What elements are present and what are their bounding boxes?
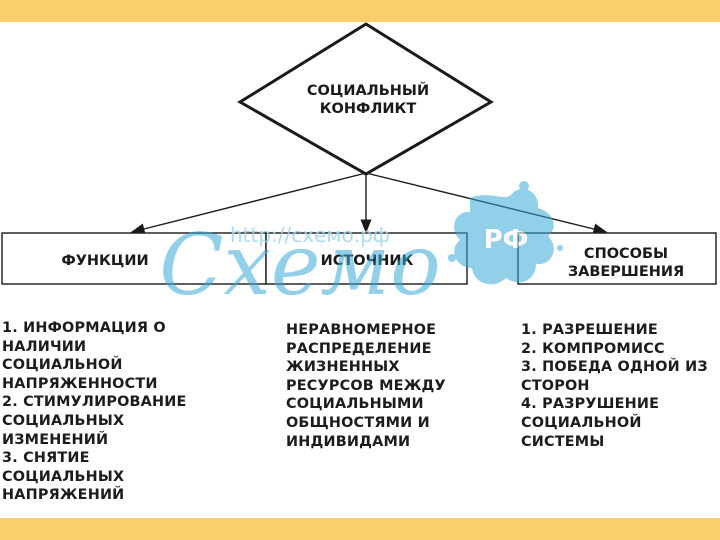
- list-item: РЕСУРСОВ МЕЖДУ: [286, 377, 446, 394]
- root-diamond: [237, 22, 494, 176]
- list-item: СОЦИАЛЬНЫМИ: [286, 396, 424, 413]
- list-item: НАПРЯЖЕНИЙ: [2, 487, 125, 504]
- functions-box: [1, 232, 267, 285]
- source-box: [265, 232, 468, 285]
- list-item: СИСТЕМЫ: [521, 433, 605, 450]
- list-item: 3. ПОБЕДА ОДНОЙ ИЗ: [521, 359, 708, 376]
- list-item: 1. РАЗРЕШЕНИЕ: [521, 322, 658, 338]
- list-item: СОЦИАЛЬНОЙ: [521, 414, 642, 431]
- watermark-badge: РФ: [484, 225, 529, 255]
- list-item: СОЦИАЛЬНЫХ: [2, 468, 125, 485]
- watermark-splash-icon: [454, 188, 554, 285]
- list-item: НАЛИЧИИ: [2, 338, 87, 355]
- list-item: 2. СТИМУЛИРОВАНИЕ: [2, 394, 187, 411]
- list-item: 3. СНЯТИЕ: [2, 450, 90, 467]
- list-item: НАПРЯЖЕННОСТИ: [2, 375, 158, 392]
- watermark-logo-text: Схемо: [159, 216, 441, 314]
- list-item: ЖИЗНЕННЫХ: [286, 359, 400, 376]
- list-item: 4. РАЗРУШЕНИЕ: [521, 396, 660, 413]
- list-item: 2. КОМПРОМИСС: [521, 340, 665, 357]
- list-item: НЕРАВНОМЕРНОЕ: [286, 322, 437, 338]
- list-item: РАСПРЕДЕЛЕНИЕ: [286, 340, 432, 357]
- list-item: 1. ИНФОРМАЦИЯ О: [2, 320, 166, 336]
- endings-list: 1. РАЗРЕШЕНИЕ 2. КОМПРОМИСС 3. ПОБЕДА ОДНО…: [521, 321, 708, 451]
- list-item: СОЦИАЛЬНОЙ: [2, 357, 123, 374]
- list-item: ОБЩНОСТЯМИ И: [286, 414, 430, 431]
- list-item: СОЦИАЛЬНЫХ: [2, 412, 125, 429]
- list-item: ИНДИВИДАМИ: [286, 433, 411, 450]
- connector-to-functions: [130, 172, 367, 235]
- list-item: ИЗМЕНЕНИЙ: [2, 431, 109, 448]
- watermark-logo: РФ Схемо: [159, 181, 563, 314]
- functions-title: ФУНКЦИИ: [61, 253, 148, 269]
- source-title: ИСТОЧНИК: [321, 253, 414, 269]
- list-item: СТОРОН: [521, 377, 590, 394]
